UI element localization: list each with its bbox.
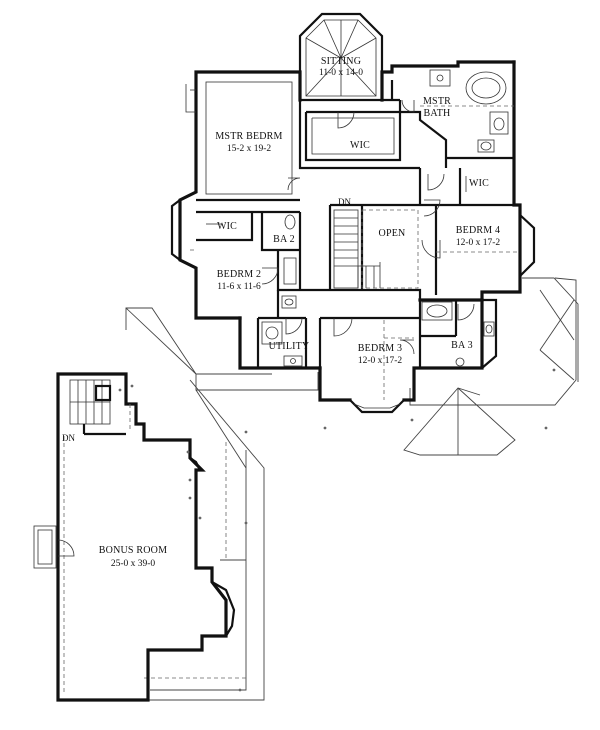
bedrm2-dim: 11-6 x 11-6 (217, 282, 261, 292)
bedrm3-label: BEDRM 3 (358, 343, 402, 354)
master-bedroom-detail (185, 81, 293, 195)
bedrm3-bay (349, 399, 405, 414)
wic-right-label: WIC (469, 178, 489, 189)
stair-dn-main: DN (338, 197, 351, 207)
wic-master-label: WIC (350, 140, 370, 151)
ba3-fixtures (421, 301, 495, 367)
wic-left-label: WIC (217, 221, 237, 232)
mstr-bath-label-1: MSTR (423, 96, 451, 107)
bonus-room-dim: 25-0 x 39-0 (111, 559, 156, 569)
bonus-room-label: BONUS ROOM (99, 545, 167, 556)
stair-dn-bonus: DN (62, 433, 75, 443)
main-walls (170, 60, 536, 402)
sitting-dim: 11-0 x 14-0 (319, 68, 363, 78)
bedrm2-label: BEDRM 2 (217, 269, 261, 280)
mstr-bedrm-dim: 15-2 x 19-2 (227, 144, 272, 154)
bedrm4-dim: 12-0 x 17-2 (456, 238, 501, 248)
mstr-bath-label-2: BATH (424, 108, 451, 119)
room-labels: SITTING 11-0 x 14-0 MSTR BATH MSTR BEDRM… (62, 56, 500, 569)
utility-fixtures (261, 321, 303, 367)
ba2-fixtures (281, 214, 297, 309)
sitting-label: SITTING (321, 56, 361, 67)
master-bath-fixtures (420, 69, 514, 153)
bedrm4-label: BEDRM 4 (456, 225, 500, 236)
roof-outline (125, 277, 579, 701)
ba3-label: BA 3 (451, 340, 473, 351)
dashed-lines (190, 249, 520, 400)
door-swings (206, 99, 475, 355)
bedrm3-dim: 12-0 x 17-2 (358, 356, 403, 366)
open-label: OPEN (379, 228, 406, 239)
ba2-label: BA 2 (273, 234, 295, 245)
bonus-room-walls (33, 372, 236, 702)
main-stairs (333, 209, 419, 289)
mstr-bedrm-label: MSTR BEDRM (215, 131, 282, 142)
utility-label: UTILITY (269, 341, 310, 352)
